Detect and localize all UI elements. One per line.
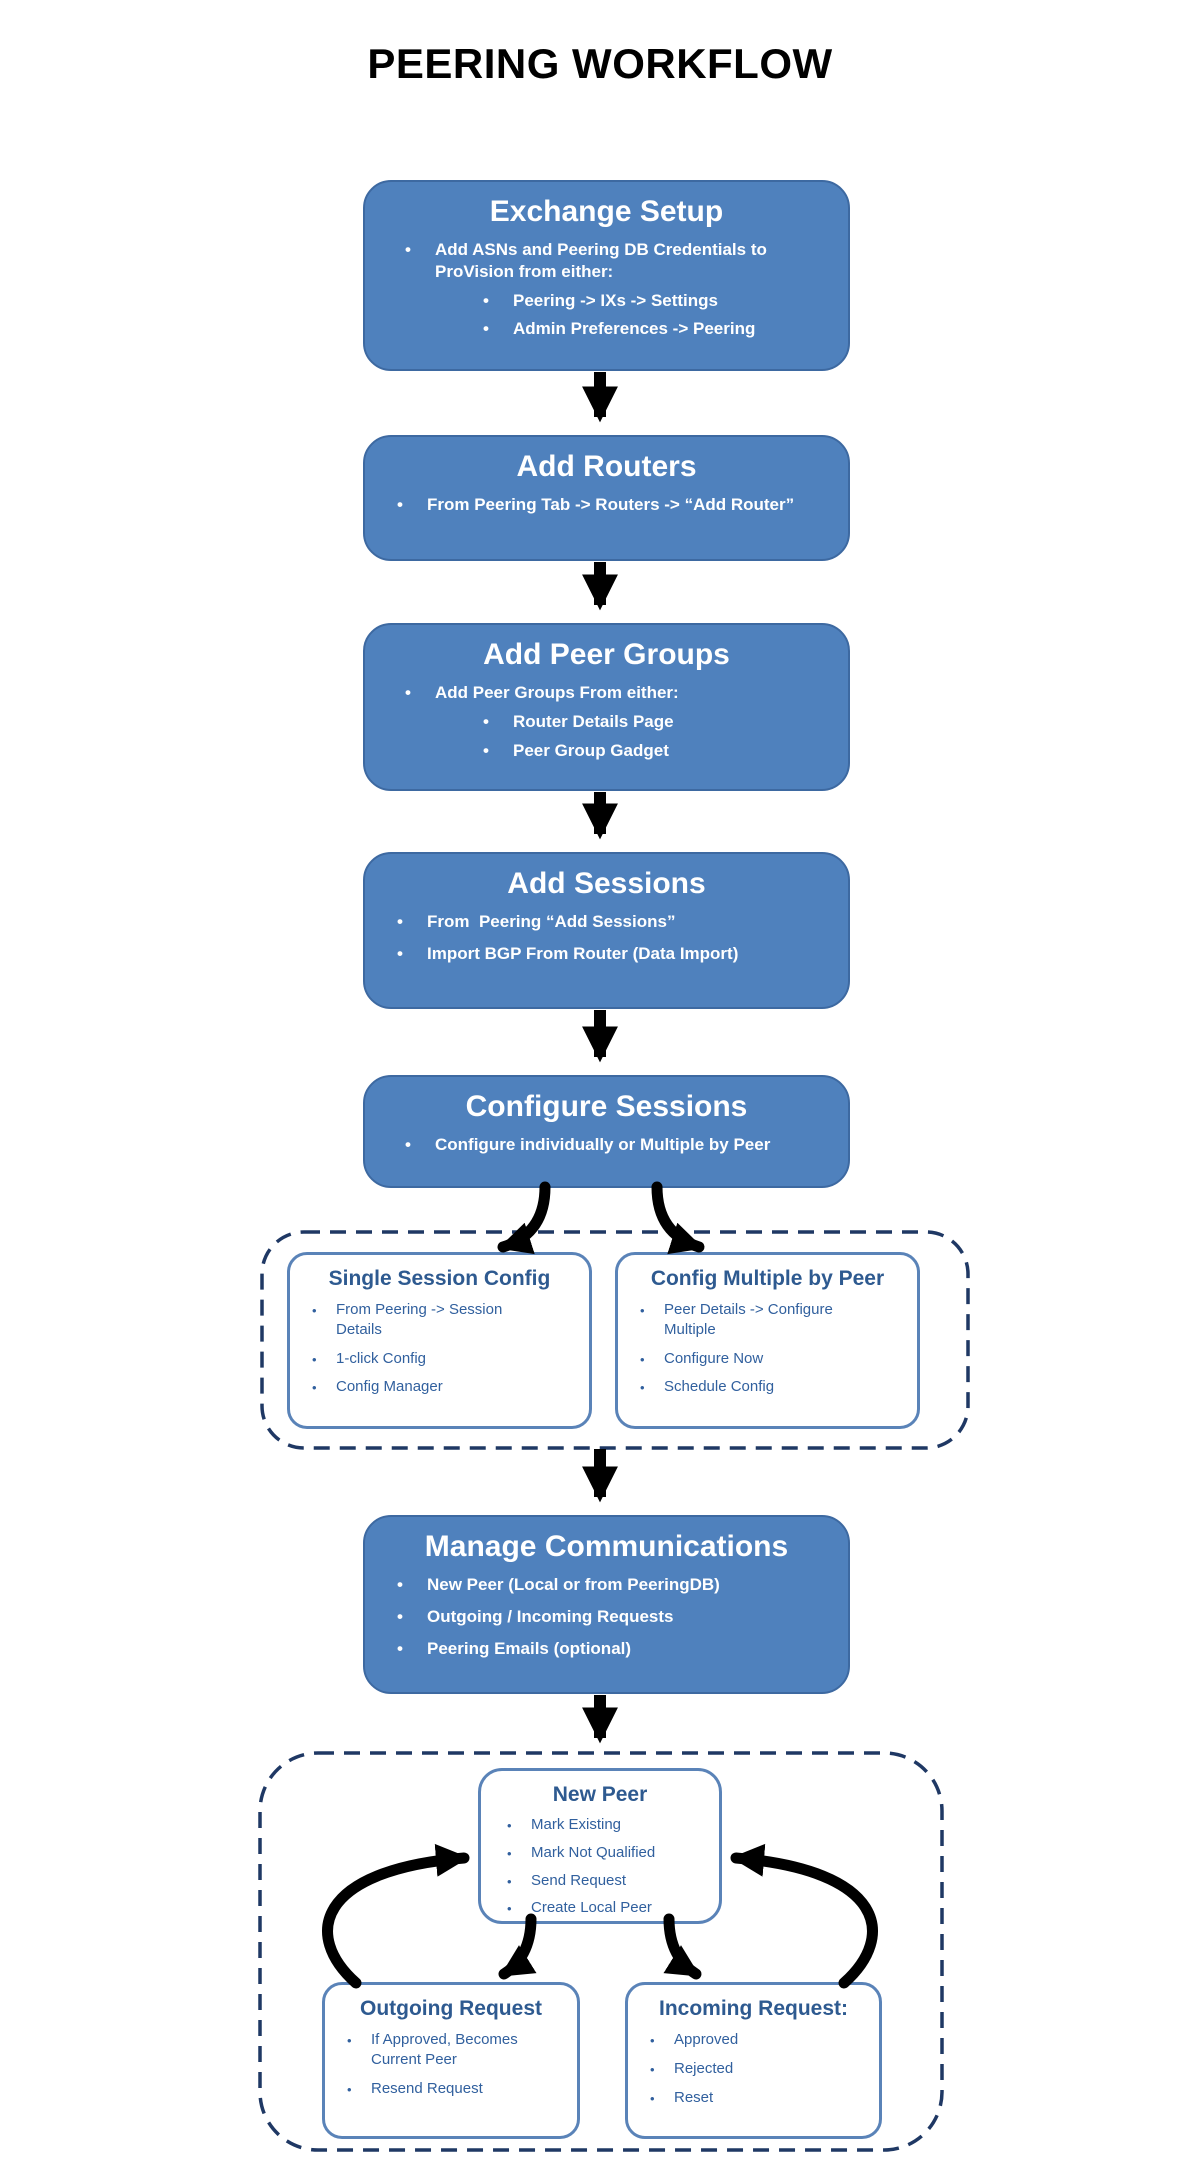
box-title: Configure Sessions bbox=[465, 1090, 748, 1123]
bullet-item: • Approved bbox=[650, 2031, 739, 2048]
bullet-icon: • bbox=[483, 319, 489, 339]
bullet-icon: • bbox=[483, 711, 489, 731]
bullet-icon: • bbox=[507, 1901, 512, 1917]
flow-box-add-sessions: Add Sessions • From Peering “Add Session… bbox=[363, 852, 850, 1009]
bullet-icon: • bbox=[507, 1845, 512, 1861]
bullet-icon: • bbox=[312, 1303, 317, 1318]
bullet-item: • Import BGP From Router (Data Import) bbox=[397, 943, 739, 963]
bullet-icon: • bbox=[483, 290, 489, 310]
box-title: Manage Communications bbox=[424, 1530, 789, 1563]
bullet-item: • Mark Not Qualified bbox=[507, 1843, 656, 1861]
bullet-icon: • bbox=[312, 1380, 317, 1396]
bullet-icon: • bbox=[397, 943, 403, 963]
bullet-icon: • bbox=[312, 1351, 317, 1367]
bullet-icon: • bbox=[405, 683, 411, 702]
bullet-item: • Peer Details -> Configure Multiple bbox=[640, 1301, 838, 1338]
arrow-outgoing-to-newpeer bbox=[322, 1843, 470, 1989]
bullet-item: • If Approved, Becomes Current Peer bbox=[347, 2031, 522, 2068]
bullet-icon: • bbox=[405, 1135, 411, 1154]
bullet-item: • From Peering -> Session Details bbox=[312, 1301, 507, 1338]
bullet-item: • Configure Now bbox=[640, 1349, 764, 1367]
box-title: Incoming Request: bbox=[658, 1997, 848, 2020]
bullet-icon: • bbox=[397, 1606, 403, 1626]
flow-box-configure-sessions: Configure Sessions • Configure individua… bbox=[363, 1075, 850, 1188]
bullet-icon: • bbox=[650, 2033, 655, 2048]
bullet-item: • Outgoing / Incoming Requests bbox=[397, 1606, 674, 1626]
bullet-icon: • bbox=[650, 2090, 655, 2106]
arrow-newpeer-to-outgoing bbox=[498, 1913, 537, 1980]
bullet-icon: • bbox=[640, 1351, 645, 1367]
option-box-single-session-config: Single Session Config • From Peering -> … bbox=[287, 1252, 592, 1429]
box-title: New Peer bbox=[552, 1783, 648, 1806]
bullet-icon: • bbox=[640, 1380, 645, 1396]
bullet-item: • From Peering “Add Sessions” bbox=[397, 912, 676, 931]
bullet-icon: • bbox=[483, 740, 489, 760]
bullet-item: • Schedule Config bbox=[640, 1378, 775, 1396]
arrow-incoming-to-newpeer bbox=[730, 1843, 878, 1989]
bullet-item: • Rejected bbox=[650, 2059, 734, 2077]
box-title: Add Peer Groups bbox=[483, 638, 730, 671]
bullet-item: • Configure individually or Multiple by … bbox=[405, 1135, 771, 1154]
bullet-item: • Reset bbox=[650, 2088, 714, 2106]
page-title: PEERING WORKFLOW bbox=[367, 40, 833, 87]
option-box-incoming-request: Incoming Request: • Approved • Rejected … bbox=[625, 1982, 882, 2139]
bullet-item: • Admin Preferences -> Peering bbox=[483, 319, 756, 339]
bullet-item: • Router Details Page bbox=[483, 711, 674, 731]
bullet-icon: • bbox=[640, 1303, 645, 1318]
bullet-item: • Add ASNs and Peering DB Credentials to… bbox=[405, 240, 772, 281]
bullet-item: • Create Local Peer bbox=[507, 1899, 652, 1917]
box-title: Add Routers bbox=[516, 450, 697, 483]
bullet-item: • Resend Request bbox=[347, 2079, 483, 2097]
bullet-item: • New Peer (Local or from PeeringDB) bbox=[397, 1575, 720, 1594]
option-box-outgoing-request: Outgoing Request • If Approved, Becomes … bbox=[322, 1982, 580, 2139]
box-title: Config Multiple by Peer bbox=[650, 1267, 885, 1290]
bullet-icon: • bbox=[507, 1873, 512, 1889]
arrow-configure-to-single bbox=[497, 1181, 551, 1255]
bullet-item: • Send Request bbox=[507, 1871, 627, 1889]
bullet-icon: • bbox=[347, 2033, 352, 2048]
option-box-config-multiple-by-peer: Config Multiple by Peer • Peer Details -… bbox=[615, 1252, 920, 1429]
bullet-icon: • bbox=[397, 1638, 403, 1658]
box-title: Add Sessions bbox=[507, 867, 706, 900]
box-title: Exchange Setup bbox=[489, 195, 724, 228]
bullet-item: • Peering -> IXs -> Settings bbox=[483, 290, 719, 310]
flow-box-add-peer-groups: Add Peer Groups • Add Peer Groups From e… bbox=[363, 623, 850, 791]
bullet-icon: • bbox=[650, 2061, 655, 2077]
bullet-icon: • bbox=[405, 240, 411, 259]
arrow-configure-to-multiple bbox=[651, 1181, 705, 1255]
bullet-item: • 1-click Config bbox=[312, 1349, 427, 1367]
flow-box-add-routers: Add Routers • From Peering Tab -> Router… bbox=[363, 435, 850, 561]
bullet-item: • Peering Emails (optional) bbox=[397, 1638, 632, 1658]
flow-box-exchange-setup: Exchange Setup • Add ASNs and Peering DB… bbox=[363, 180, 850, 371]
flow-box-manage-communications: Manage Communications • New Peer (Local … bbox=[363, 1515, 850, 1694]
bullet-icon: • bbox=[397, 912, 403, 931]
option-box-new-peer: New Peer • Mark Existing • Mark Not Qual… bbox=[478, 1768, 722, 1924]
bullet-icon: • bbox=[507, 1818, 512, 1833]
bullet-item: • Config Manager bbox=[312, 1378, 443, 1396]
box-title: Outgoing Request bbox=[360, 1997, 542, 2020]
bullet-icon: • bbox=[397, 495, 403, 514]
bullet-item: • Peer Group Gadget bbox=[483, 740, 669, 760]
bullet-icon: • bbox=[347, 2081, 352, 2097]
bullet-item: • From Peering Tab -> Routers -> “Add Ro… bbox=[397, 495, 795, 514]
box-title: Single Session Config bbox=[328, 1267, 551, 1290]
bullet-icon: • bbox=[397, 1575, 403, 1594]
bullet-item: • Mark Existing bbox=[507, 1816, 622, 1833]
bullet-item: • Add Peer Groups From either: bbox=[405, 683, 679, 702]
arrow-newpeer-to-incoming bbox=[663, 1913, 702, 1980]
